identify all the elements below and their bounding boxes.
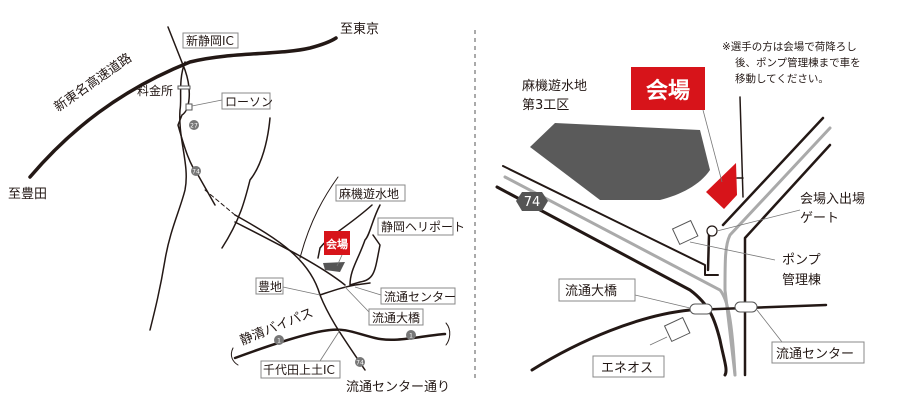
expressway-label: 新東名高速道路 [51, 50, 135, 115]
lawson-label: ローソン [225, 95, 273, 109]
road-ryutsu-center [319, 282, 371, 296]
shin-shizuoka-ic-label: 新静岡IC [186, 33, 234, 48]
pump-label-line1: ポンプ [782, 253, 821, 268]
main-road-center [723, 126, 832, 377]
route-74-badge: 74 [191, 166, 201, 176]
ryutsu-center-label: 流通センター [776, 347, 854, 362]
to-tokyo-label: 至東京 [340, 21, 379, 37]
venue-label: 会場 [326, 237, 348, 251]
svg-text:1: 1 [409, 333, 413, 340]
overview-map: 27 74 74 1 1 至東京 至豊田 新東名高速道路 新静岡IC 料金所 ロ… [8, 21, 465, 395]
venue-site [706, 163, 737, 209]
venue-marker [324, 231, 350, 255]
pump-label-line2: 管理棟 [782, 273, 821, 288]
main-road-east-edge [743, 143, 832, 377]
traffic-signal-icon [734, 301, 758, 313]
heliport-label: 静岡ヘリポート [381, 220, 465, 234]
tollgate-icon [177, 85, 191, 90]
svg-text:1: 1 [277, 338, 281, 345]
eneos-icon [663, 316, 691, 343]
svg-text:27: 27 [190, 123, 198, 130]
toyochi-label: 豊地 [258, 280, 282, 294]
gate-label-line2: ゲート [800, 211, 839, 226]
detail-map: 74 麻機遊水地 第3工区 会場 ※選手の方は会場で荷降ろし 後、ポンプ管理棟ま… [495, 40, 865, 378]
route-1-badge: 1 [406, 330, 416, 340]
bypass-end-east [445, 322, 451, 346]
road-north-south [167, 26, 216, 206]
route-74-badge [516, 192, 548, 211]
eneos-label: エネオス [601, 361, 653, 376]
bypass-end-west [230, 347, 239, 366]
ryutsu-center-label: 流通センター [384, 290, 456, 304]
venue-label: 会場 [646, 78, 690, 104]
tollgate-label: 料金所 [137, 83, 173, 98]
to-toyota-label: 至豊田 [8, 187, 47, 202]
pond-area [530, 123, 710, 200]
venue-site [323, 262, 345, 272]
route-74-south-edge [495, 185, 728, 377]
pond-label-line1: 麻機遊水地 [522, 79, 587, 94]
ryutsu-bridge-label: 流通大橋 [565, 284, 617, 299]
main-road-west-edge [706, 116, 825, 272]
note-line3: 移動してください。 [735, 72, 829, 85]
route-74-north-edge [502, 165, 719, 276]
ryutsu-street-label: 流通センター通り [346, 380, 450, 395]
pond-label-line2: 第3工区 [522, 98, 569, 113]
gate-icon [706, 225, 718, 237]
route-74-badge: 74 [355, 357, 365, 367]
expressway-road [28, 36, 338, 179]
southwest-road [530, 308, 692, 372]
north-road [736, 96, 744, 198]
ryutsu-bridge-label: 流通大橋 [372, 311, 420, 325]
svg-text:74: 74 [356, 360, 364, 367]
lawson-icon [185, 103, 193, 111]
gate-label-line1: 会場入出場 [800, 192, 865, 207]
road-north-east [221, 117, 271, 249]
asahata-pond-label: 麻機遊水地 [339, 186, 399, 201]
note-line1: ※選手の方は会場で荷降ろし [722, 40, 857, 53]
cross-road [688, 303, 828, 312]
traffic-signal-icon [689, 303, 713, 315]
note-line2: 後、ポンプ管理棟まで車を [735, 56, 861, 69]
road-west [149, 61, 187, 331]
road-east [234, 221, 346, 286]
svg-text:74: 74 [192, 169, 200, 176]
route-27-badge: 27 [189, 120, 199, 130]
route-74-number: 74 [524, 195, 541, 210]
road-pond-west [299, 176, 339, 259]
chiyoda-ic-label: 千代田上土IC [263, 363, 335, 377]
route-1-badge: 1 [274, 335, 284, 345]
road-dashed [204, 189, 236, 216]
venue-marker [631, 67, 705, 110]
pump-house-icon [671, 219, 699, 246]
